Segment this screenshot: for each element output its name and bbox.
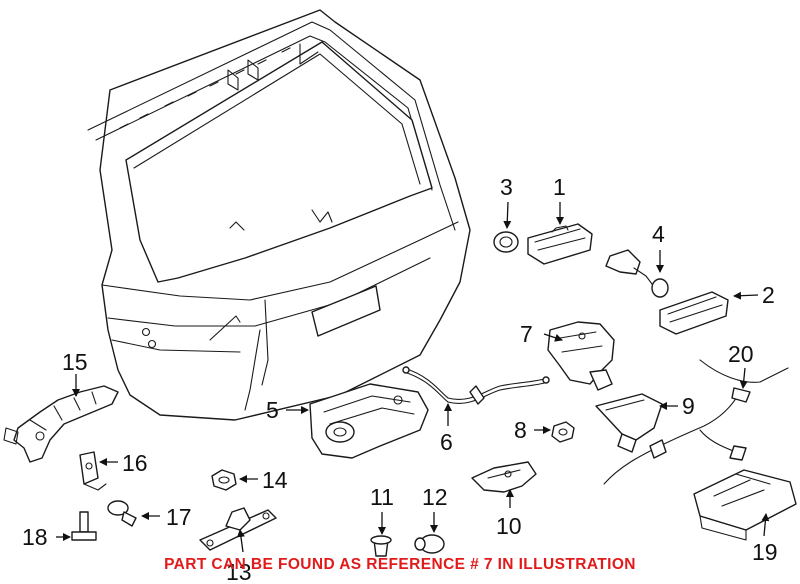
reference-note: PART CAN BE FOUND AS REFERENCE # 7 IN IL… [164, 556, 636, 573]
callout-8: 8 [514, 417, 527, 443]
part-11-clip [370, 535, 392, 557]
callout-15: 15 [62, 349, 88, 375]
callout-12: 12 [422, 484, 448, 510]
part-4-harness [605, 249, 669, 298]
callout-16: 16 [122, 450, 148, 476]
callout-11: 11 [370, 484, 394, 510]
part-7-actuator [547, 321, 615, 391]
part-1-switch [527, 223, 593, 265]
callout-3: 3 [500, 174, 513, 200]
part-17-bolt [107, 500, 137, 527]
part-9-housing [595, 393, 663, 453]
callout-10: 10 [496, 513, 522, 539]
callout-1: 1 [553, 174, 566, 200]
callout-6: 6 [440, 429, 453, 455]
callout-13: 13 [226, 559, 252, 584]
part-19-module [693, 469, 797, 541]
callout-18: 18 [22, 524, 48, 550]
part-12-grommet [414, 534, 445, 554]
part-2-switch [659, 291, 729, 335]
part-6-cable [402, 366, 550, 405]
callout-20: 20 [728, 341, 754, 367]
callout-2: 2 [762, 282, 775, 308]
part-5-latch [309, 383, 429, 459]
part-20-wiring [603, 359, 789, 485]
callout-17: 17 [166, 504, 192, 530]
part-10-bracket [471, 461, 537, 493]
part-15-strut [3, 385, 119, 463]
part-14-nut [211, 469, 237, 491]
callout-4: 4 [652, 221, 665, 247]
liftgate-panel [87, 9, 471, 421]
callout-9: 9 [682, 393, 695, 419]
part-3-grommet [493, 231, 519, 253]
callout-19: 19 [752, 539, 778, 565]
callout-7: 7 [520, 321, 533, 347]
part-18-bolt [71, 511, 97, 541]
part-16-bracket [79, 451, 107, 491]
part-13-bracket [199, 507, 277, 551]
callout-14: 14 [262, 467, 288, 493]
callout-5: 5 [266, 397, 279, 423]
part-8-nut [551, 421, 575, 443]
